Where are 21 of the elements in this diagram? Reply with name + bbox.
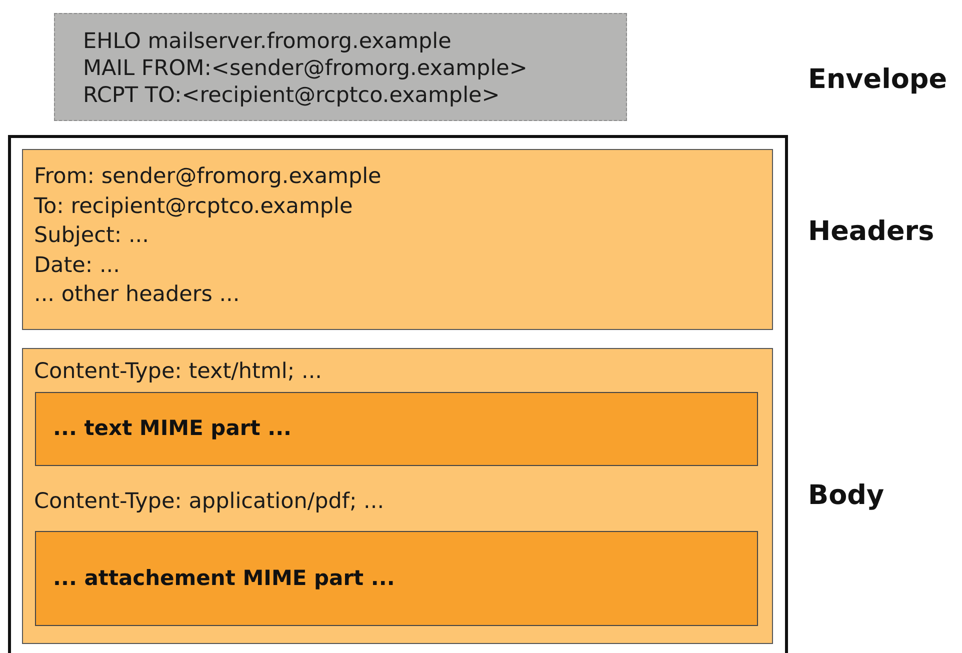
header-line: To: recipient@rcptco.example [34,192,354,220]
header-line: Date: ... [34,252,121,280]
mime-part-box [35,531,758,626]
message-frame [8,135,788,653]
section-label: Headers [808,216,934,247]
content-type-line: Content-Type: text/html; ... [34,358,322,386]
header-line: From: sender@fromorg.example [34,163,382,191]
header-line: ... other headers ... [34,281,241,309]
section-label: Envelope [808,64,948,95]
envelope-command: EHLO mailserver.fromorg.example [83,28,452,55]
envelope-command: RCPT TO:<recipient@rcptco.example> [83,82,501,109]
mime-part-box [35,392,758,466]
message-section [22,149,773,330]
section-label: Body [808,480,884,511]
envelope-box [54,13,627,121]
mime-part-label: ... attachement MIME part ... [53,564,395,592]
mime-part-label: ... text MIME part ... [53,415,292,442]
envelope-command: MAIL FROM:<sender@fromorg.example> [83,55,528,82]
message-section [22,348,773,644]
content-type-line: Content-Type: application/pdf; ... [34,488,384,516]
header-line: Subject: ... [34,222,150,250]
